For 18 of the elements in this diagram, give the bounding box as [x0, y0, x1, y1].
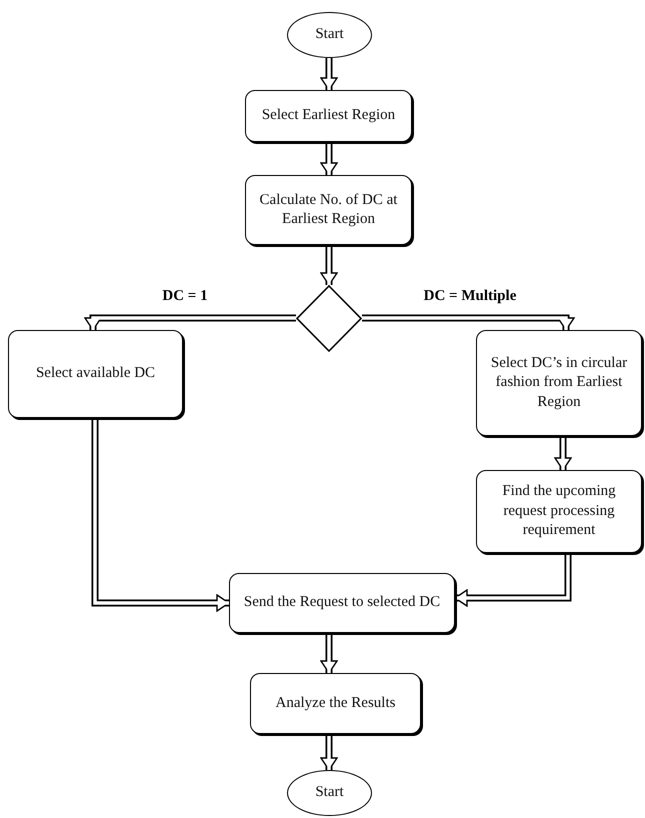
- process-box: [250, 673, 421, 734]
- node-text: Select DC’s in circular fashion from Earliest Region: [490, 354, 628, 412]
- process-box: [476, 330, 642, 436]
- node-text: Select Earliest Region: [262, 106, 396, 126]
- node-text: Select available DC: [36, 364, 156, 384]
- decision-diamond: [296, 285, 362, 352]
- process-box: [245, 90, 412, 142]
- process-box: [476, 470, 642, 553]
- node-text: Calculate No. of DC at Earliest Region: [258, 190, 398, 229]
- node-text: Send the Request to selected DC: [244, 593, 440, 612]
- process-box: [8, 330, 183, 418]
- process-box: [229, 573, 455, 633]
- node-text: Start: [315, 783, 344, 802]
- edge-label: DC = Multiple: [422, 288, 518, 305]
- node-text: Find the upcoming request processing requirement: [501, 482, 617, 540]
- node-text: Start: [315, 25, 344, 44]
- node-text: Analyze the Results: [276, 694, 396, 713]
- process-box: [245, 175, 412, 245]
